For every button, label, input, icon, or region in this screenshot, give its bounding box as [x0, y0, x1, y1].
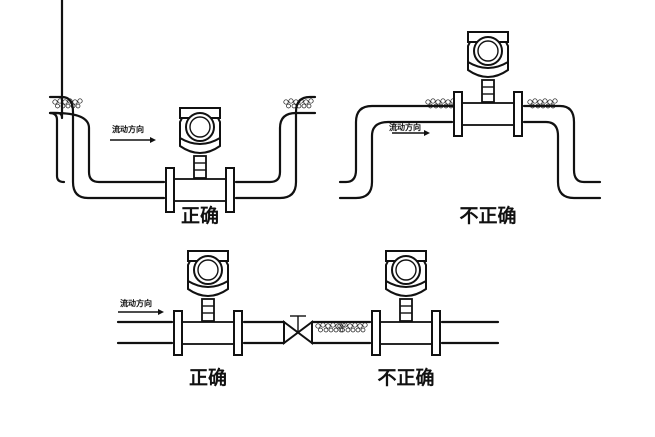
- pipe-outer-wall: [338, 104, 602, 184]
- flowmeter-icon: [453, 31, 523, 137]
- flowmeter-icon: [371, 250, 441, 356]
- pipe-inner-wall: [48, 0, 66, 184]
- result-label-incorrect: 不正确: [459, 204, 516, 227]
- result-label-incorrect: 不正确: [377, 366, 434, 389]
- flowmeter-icon: [165, 107, 235, 213]
- flow-direction-label: 流动方向: [112, 124, 144, 134]
- pipe-upstream: [116, 320, 174, 345]
- diagram-inverted-u-pipe-incorrect: 流动方向 不正确: [338, 31, 602, 227]
- pipe-between-meter-and-valve: [242, 320, 286, 345]
- flow-direction-label: 流动方向: [389, 122, 421, 132]
- pipe-outlet: [440, 320, 500, 345]
- gate-valve-icon: [283, 315, 313, 345]
- pipe-downstream-of-valve: [310, 320, 372, 345]
- air-bubble-icon: [315, 322, 368, 333]
- flowmeter-icon: [173, 250, 243, 356]
- flow-arrow-icon: [118, 309, 164, 315]
- result-label-correct: 正确: [189, 366, 227, 389]
- diagram-u-pipe-correct: 流动方向 正确: [48, 0, 317, 227]
- flow-arrow-icon: [110, 137, 156, 143]
- pipe-outer-wall: [48, 95, 317, 200]
- diagram-straight-pipe-with-valve: 流动方向 正确 不正确: [116, 250, 500, 389]
- pipe-inner-wall: [338, 120, 602, 200]
- air-bubble-icon: [52, 98, 314, 109]
- flow-direction-label: 流动方向: [120, 298, 152, 308]
- flow-arrow-icon: [392, 130, 430, 136]
- result-label-correct: 正确: [181, 204, 219, 227]
